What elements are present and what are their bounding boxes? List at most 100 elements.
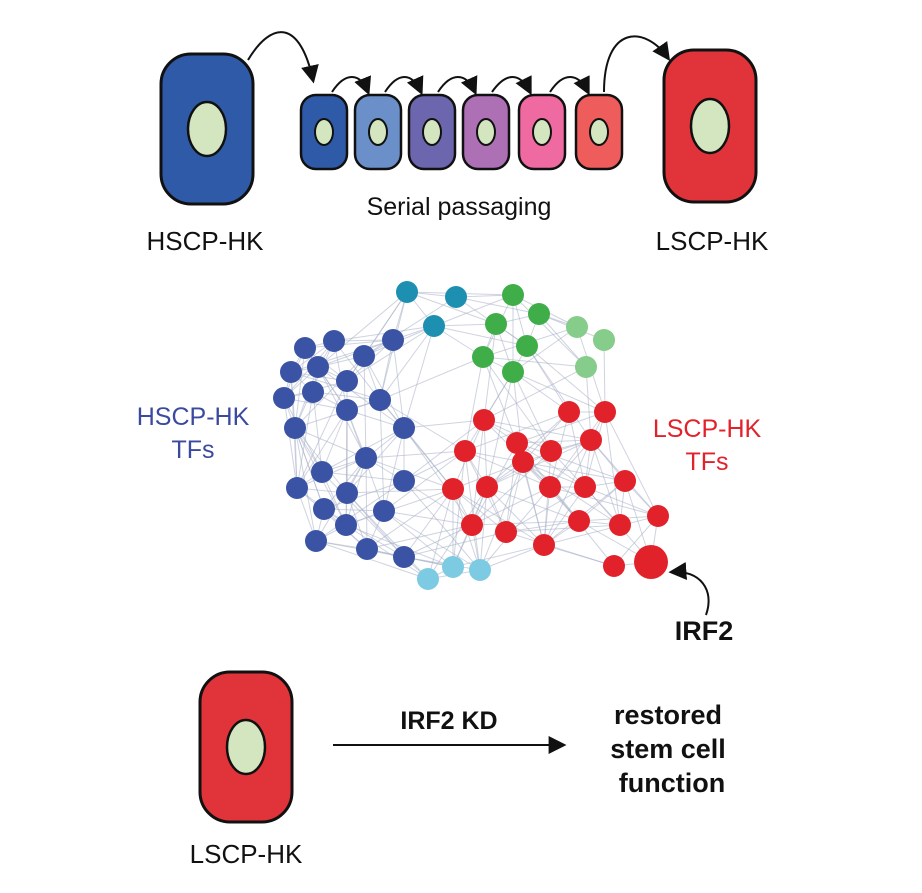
network-edge — [512, 371, 606, 413]
network-edge — [296, 487, 368, 550]
hscp-tf-node — [382, 329, 404, 351]
hscp-tf-node — [294, 337, 316, 359]
arrow-passage-to-end — [603, 35, 671, 93]
lscp-tf-node — [442, 478, 464, 500]
lscp-hk-label-top: LSCP-HK — [656, 226, 769, 256]
arrow-passage-5-6 — [549, 75, 590, 96]
network-edge — [323, 508, 405, 558]
arrow-passage-2-3 — [384, 75, 424, 96]
network-edge — [522, 411, 570, 463]
network-nodes — [273, 281, 669, 590]
network-edge — [321, 471, 405, 482]
network-edge — [585, 366, 592, 441]
network-edge — [317, 291, 408, 368]
network-edge — [433, 294, 514, 327]
network-edge — [345, 524, 454, 568]
green-tf-node — [528, 303, 550, 325]
hscp-tf-node — [273, 387, 295, 409]
network-edge — [584, 486, 659, 517]
lscp-tf-node — [580, 429, 602, 451]
lscp-hk-label-bottom: LSCP-HK — [190, 839, 303, 869]
hscp-tfs-label-line1: HSCP-HK — [137, 403, 250, 431]
network-edge — [505, 524, 621, 533]
lscp-tf-node — [574, 476, 596, 498]
network-edge — [403, 325, 435, 429]
network-edge — [512, 371, 570, 413]
network-edge — [403, 524, 473, 558]
network-edge — [486, 411, 570, 488]
network-edge — [346, 291, 408, 382]
network-edge — [482, 356, 587, 368]
network-edge — [403, 488, 454, 558]
lscp-tf-node — [476, 476, 498, 498]
lscp-tf-node — [473, 409, 495, 431]
green-tf-node — [485, 313, 507, 335]
network-edge — [483, 366, 587, 421]
lightgreen-tf-node — [575, 356, 597, 378]
hscp-tf-node — [336, 399, 358, 421]
network-edge — [366, 524, 473, 550]
passage-arrows — [247, 31, 671, 96]
irf2-pointer-arrow — [668, 562, 710, 616]
knockdown-label: IRF2 KD — [400, 707, 497, 735]
network-edge — [383, 510, 481, 571]
passage-cell — [574, 93, 624, 171]
lscp-tf-node — [594, 401, 616, 423]
network-edge — [296, 380, 348, 489]
network-edge — [505, 461, 524, 533]
network-edge — [604, 411, 621, 526]
lightgreen-tf-node — [593, 329, 615, 351]
passage-nucleus — [532, 118, 552, 146]
passage-nucleus — [314, 118, 334, 146]
network-edge — [403, 450, 466, 482]
network-edge — [452, 461, 524, 490]
network-edge — [505, 486, 586, 533]
network-edge — [294, 355, 365, 429]
lightblue-tf-node — [442, 556, 464, 578]
network-edge — [603, 339, 606, 413]
network-edge — [379, 399, 466, 452]
network-edge — [365, 457, 368, 550]
tf-network-panel: HSCP-HK TFs LSCP-HK TFs IRF2 — [137, 281, 761, 646]
network-edge — [345, 488, 454, 526]
passage-nucleus — [476, 118, 496, 146]
network-edge — [345, 524, 429, 580]
lscp-hk-bottom-nucleus — [225, 718, 267, 776]
hscp-tf-node — [393, 470, 415, 492]
lscp-tf-node — [614, 470, 636, 492]
network-edge — [464, 450, 551, 488]
network-edge — [604, 411, 659, 517]
network-edge — [427, 488, 454, 580]
network-edge — [323, 480, 405, 510]
network-edge — [403, 419, 485, 482]
network-edge — [483, 323, 497, 421]
network-edge — [294, 427, 348, 494]
hscp-tf-node — [335, 514, 357, 536]
lightgreen-tf-node — [566, 316, 588, 338]
passage-cell — [407, 93, 457, 171]
arrow-start-to-passage — [247, 31, 319, 84]
passage-cell — [353, 93, 403, 171]
green-tf-node — [502, 361, 524, 383]
network-edge — [505, 520, 580, 533]
lscp-tf-node — [540, 440, 562, 462]
hscp-tf-node — [311, 461, 333, 483]
arrow-passage-1-2 — [331, 75, 371, 96]
network-edge — [549, 411, 606, 488]
passage-nucleus — [368, 118, 388, 146]
network-edge — [452, 488, 545, 546]
network-edge — [365, 450, 466, 459]
network-edge — [482, 356, 518, 444]
arrow-passage-3-4 — [437, 75, 478, 96]
lscp-hk-top-nucleus — [689, 97, 731, 155]
serial-passaging-label: Serial passaging — [367, 193, 552, 221]
network-edge — [452, 544, 545, 568]
lscp-tfs-label-line2: TFs — [685, 448, 728, 476]
network-edge — [471, 486, 551, 526]
network-edge — [526, 345, 592, 441]
network-edge — [486, 486, 545, 546]
network-edge — [294, 427, 367, 459]
network-edge — [283, 397, 298, 489]
network-edge — [403, 427, 454, 490]
